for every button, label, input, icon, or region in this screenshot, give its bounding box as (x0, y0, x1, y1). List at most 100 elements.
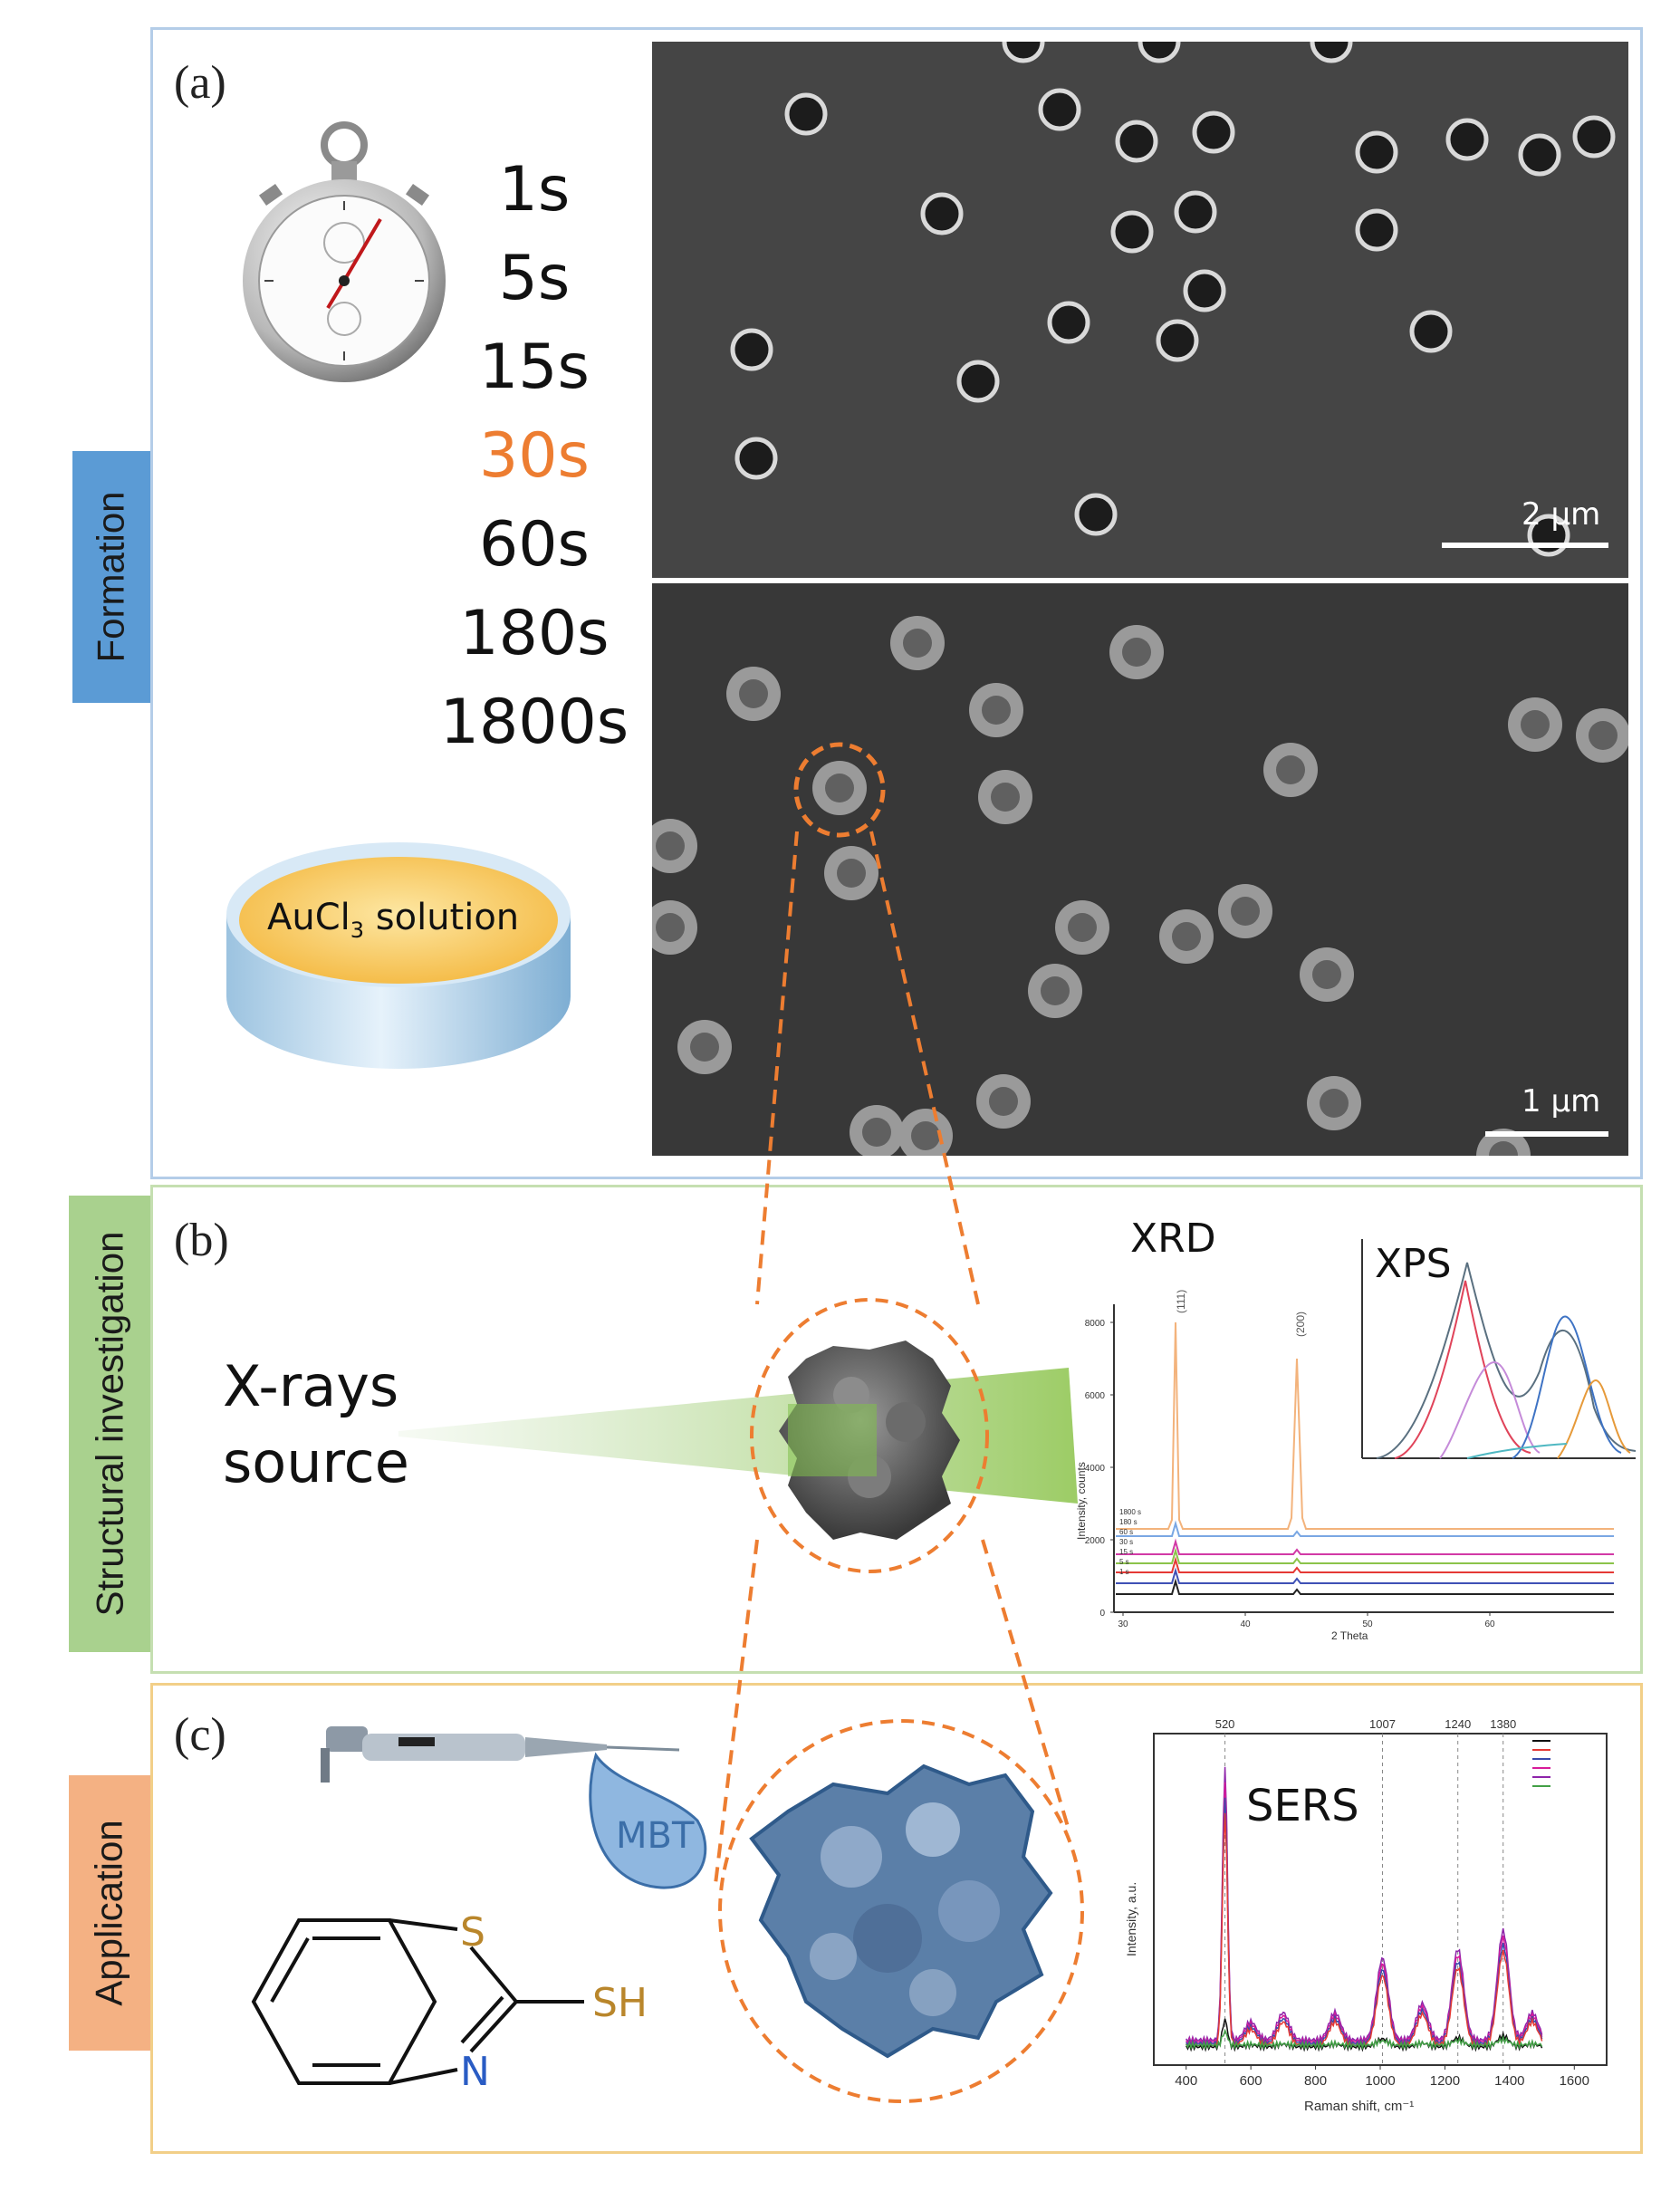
pore (1572, 115, 1616, 159)
nanoparticle-core (1589, 721, 1618, 750)
nanoparticle-core (982, 696, 1011, 725)
xrd-ylabel: Intensity, counts (1075, 1462, 1088, 1540)
xrd-peak-111: (111) (1175, 1290, 1187, 1313)
pore (1183, 269, 1226, 312)
sers-xtick-label: 1400 (1494, 2073, 1524, 2089)
time-5s: 5s (498, 243, 571, 314)
pore (1355, 130, 1398, 174)
pore (1115, 120, 1158, 163)
pore (1174, 190, 1217, 234)
sers-xtick-label: 1000 (1365, 2073, 1395, 2089)
sem-image-pores (652, 42, 1628, 578)
panel-a-label: (a) (174, 57, 226, 109)
stopwatch-icon (243, 121, 446, 382)
nanoparticle-core (991, 783, 1020, 812)
sers-xtick-label: 800 (1304, 2073, 1327, 2089)
sers-peak-label: 1007 (1369, 1717, 1396, 1731)
time-180s: 180s (459, 598, 610, 669)
time-30s: 30s (479, 420, 590, 492)
atom-s: S (460, 1909, 485, 1956)
xray-label-line2: source (223, 1429, 409, 1495)
xrd-legend-entry: 15 s (1119, 1548, 1133, 1556)
pore (1047, 301, 1090, 344)
xrd-legend-entry: 1 s (1119, 1568, 1129, 1576)
xrd-ytick-label: 0 (1099, 1609, 1105, 1619)
nanoparticle-core (989, 1087, 1018, 1116)
xrd-peak-200: (200) (1294, 1312, 1307, 1337)
xrd-trace (1116, 1321, 1614, 1530)
xrd-legend-entry: 180 s (1119, 1518, 1138, 1526)
xrd-xtick-label: 60 (1484, 1619, 1495, 1629)
pore (1002, 42, 1045, 63)
sers-peak-label: 1380 (1490, 1717, 1516, 1731)
sers-spectrum (1186, 1782, 1543, 2047)
xrd-legend-entry: 5 s (1119, 1558, 1129, 1566)
pore (1156, 319, 1199, 362)
xrd-legend-entry: 1800 s (1119, 1508, 1141, 1516)
pore (784, 92, 828, 136)
pore (1310, 42, 1353, 63)
petri-dish (226, 842, 571, 1069)
sers-xlabel: Raman shift, cm⁻¹ (1304, 2099, 1414, 2114)
xrd-xtick-label: 30 (1118, 1619, 1128, 1629)
xrd-xtick-label: 40 (1240, 1619, 1251, 1629)
pore (1138, 42, 1181, 63)
panel-c-label: (c) (174, 1709, 226, 1761)
sers-xtick-label: 1600 (1560, 2073, 1589, 2089)
xrd-trace (1116, 1547, 1614, 1564)
sers-legend (1532, 1740, 1550, 1787)
nanoparticle-core (837, 859, 866, 888)
time-1s: 1s (498, 154, 571, 226)
xps-chart (1358, 1235, 1639, 1462)
sers-peak-label: 1240 (1445, 1717, 1471, 1731)
xray-label-line1: X-rays (223, 1353, 399, 1419)
xrd-xlabel: 2 Theta (1331, 1629, 1368, 1642)
xrd-trace (1116, 1578, 1614, 1595)
xrd-trace (1116, 1556, 1614, 1573)
solution-label: AuCl3 solution (267, 897, 520, 943)
pore (1038, 88, 1081, 131)
sers-ylabel: Intensity, a.u. (1124, 1882, 1138, 1956)
pore (1409, 310, 1453, 353)
atom-n: N (460, 2049, 490, 2095)
nanoparticle-core (690, 1033, 719, 1062)
sers-xtick-label: 600 (1240, 2073, 1262, 2089)
pore (1110, 210, 1154, 254)
pore (920, 192, 964, 235)
time-15s: 15s (479, 332, 590, 403)
pore (956, 360, 1000, 403)
application-tab: Application (69, 1775, 150, 2051)
mbt-molecule (251, 1918, 584, 2085)
xrd-trace (1116, 1567, 1614, 1584)
xrd-ytick-label: 2000 (1085, 1536, 1106, 1546)
nanoparticle-core (656, 913, 685, 942)
pore (1355, 208, 1398, 252)
xps-title: XPS (1375, 1241, 1452, 1287)
xrd-trace (1116, 1538, 1614, 1555)
nanoparticle-core (1312, 960, 1341, 989)
time-60s: 60s (479, 509, 590, 581)
sers-title: SERS (1246, 1781, 1359, 1831)
pore (734, 437, 778, 480)
nanoparticle-core (1068, 913, 1097, 942)
mbt-drop-label: MBT (616, 1815, 695, 1857)
sers-spectrum (1186, 1797, 1543, 2049)
sers-spectrum (1186, 2028, 1543, 2051)
nanoparticle-core (1041, 976, 1070, 1005)
xrd-trace (1116, 1520, 1614, 1537)
sers-spectrum (1186, 1766, 1543, 2045)
xrd-title: XRD (1130, 1216, 1216, 1262)
xrd-xtick-label: 50 (1362, 1619, 1373, 1629)
nanoparticle-core (1521, 710, 1550, 739)
atom-sh: SH (592, 1980, 648, 2026)
sers-peak-label: 520 (1215, 1717, 1235, 1731)
xrd-ytick-label: 4000 (1085, 1464, 1106, 1474)
nanoparticle-core (1489, 1141, 1518, 1156)
nanoparticle-core (903, 629, 932, 658)
nanoparticle-core (1320, 1089, 1349, 1118)
nanoparticle-core (1276, 755, 1305, 784)
pore (730, 328, 773, 371)
sem-bottom-scale: 1 µm (1522, 1083, 1601, 1120)
